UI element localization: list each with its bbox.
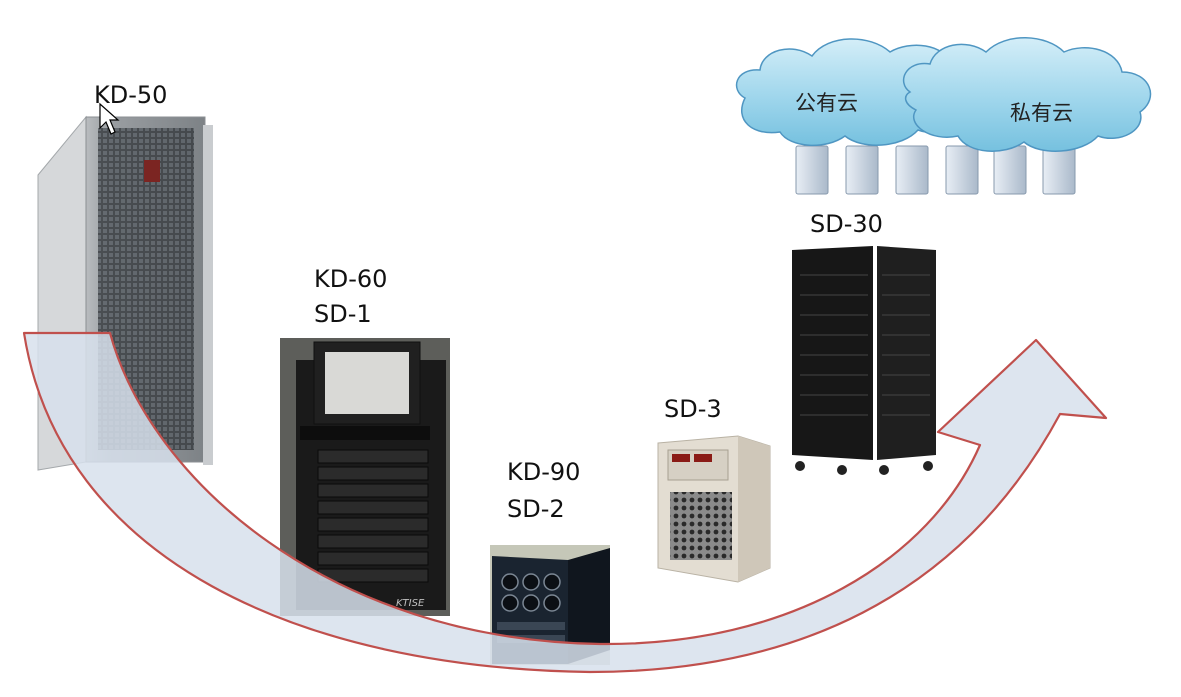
public-cloud-label: 公有云 xyxy=(795,91,858,115)
sd3-label: SD-3 xyxy=(664,395,722,423)
sd1-label: SD-1 xyxy=(314,300,372,328)
kd90-label: KD-90 xyxy=(507,458,581,486)
sd30-cabinets xyxy=(792,246,936,475)
sd30-label: SD-30 xyxy=(810,210,883,238)
private-cloud xyxy=(902,37,1152,152)
evolution-arrow xyxy=(22,331,1108,674)
sd3-unit xyxy=(657,435,771,583)
cloud-servers xyxy=(795,145,1076,195)
mouse-cursor-icon xyxy=(99,102,120,135)
sd2-label: SD-2 xyxy=(507,495,565,523)
sd1-brand-text: KTISE xyxy=(396,598,425,609)
kd60-label: KD-60 xyxy=(314,265,388,293)
kd50-label: KD-50 xyxy=(94,81,168,109)
private-cloud-label: 私有云 xyxy=(1010,101,1073,125)
